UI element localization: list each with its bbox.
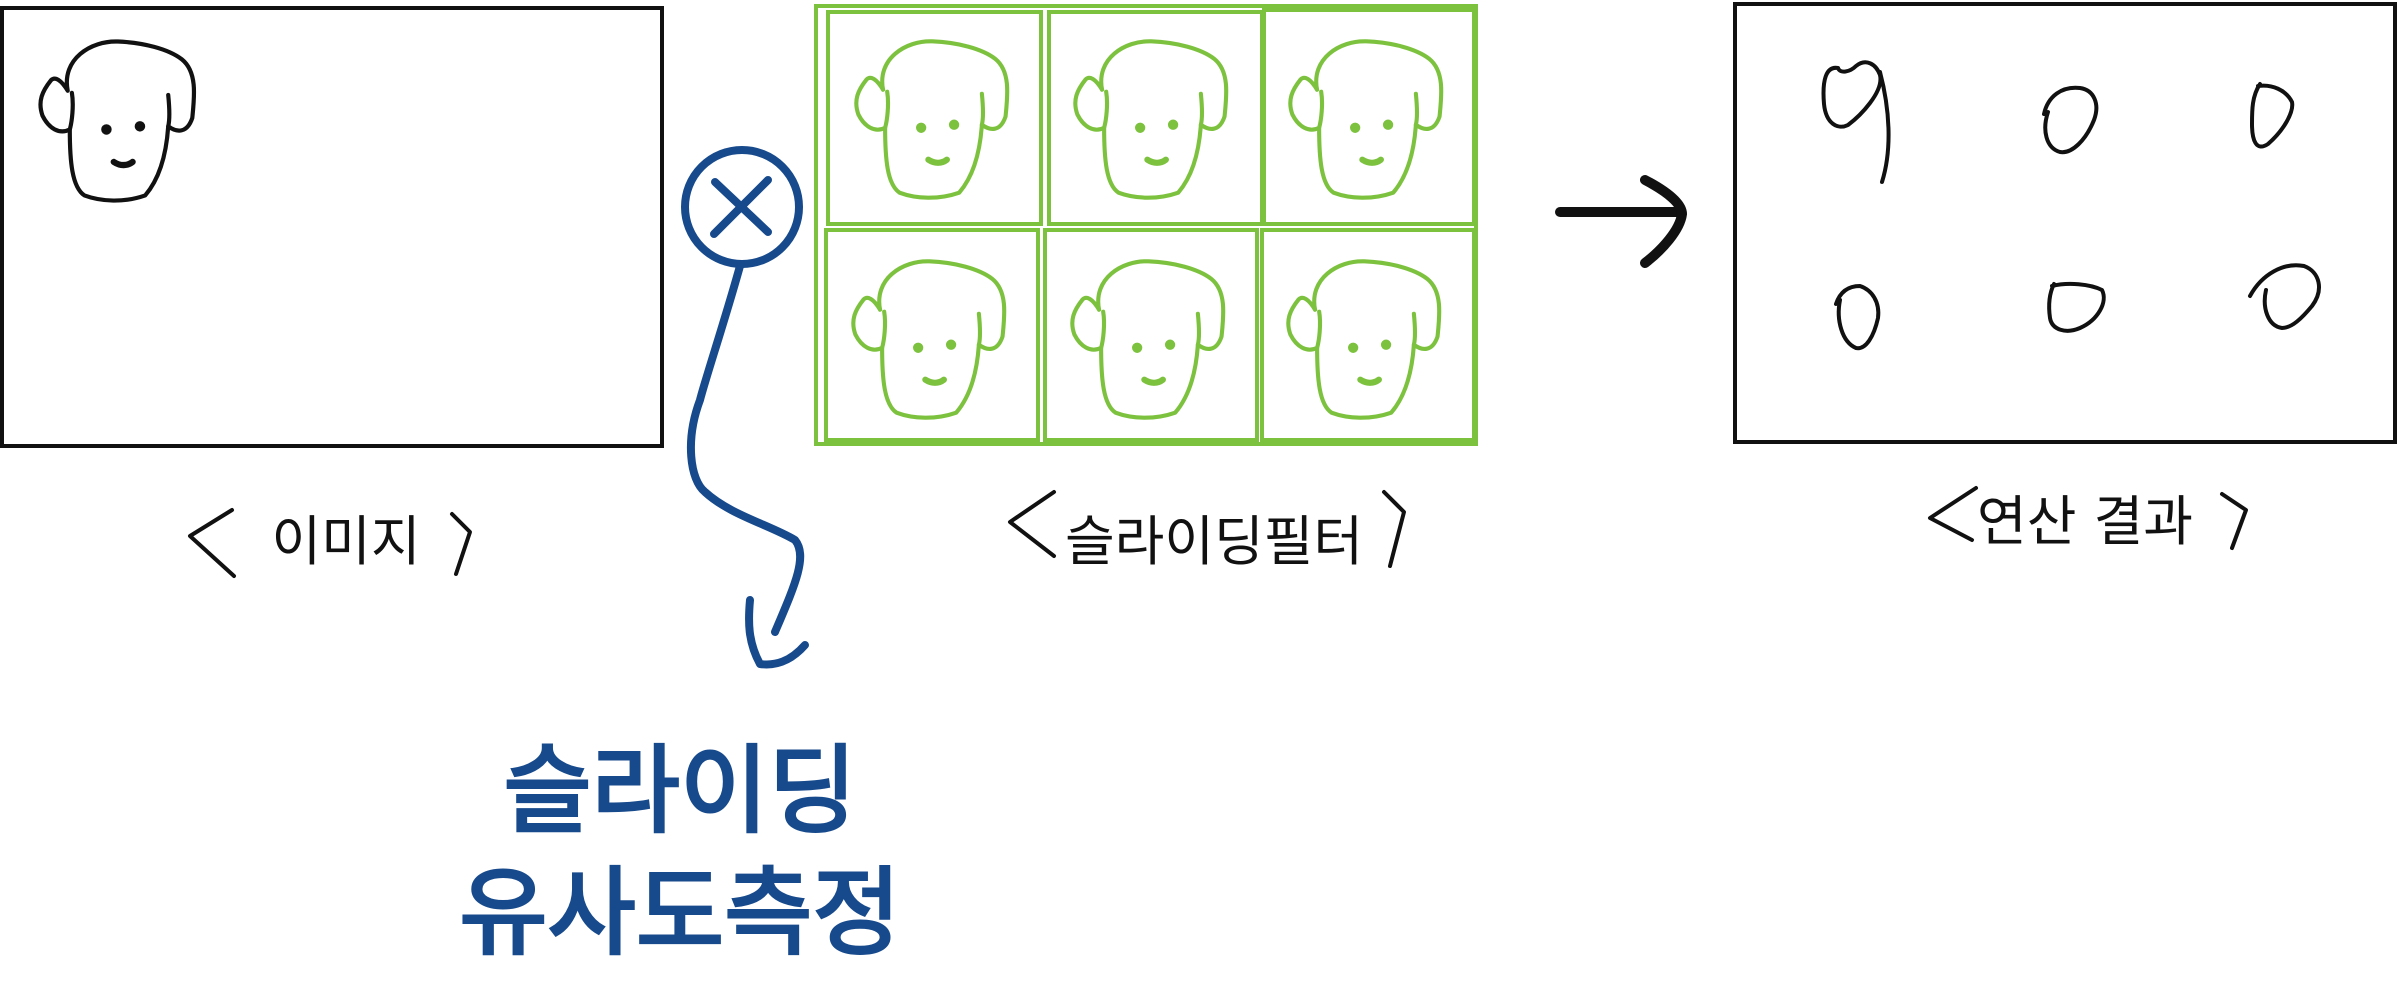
face-icon [1288,261,1439,417]
result-frame [1733,2,2397,444]
face-icon [1290,41,1441,197]
filter-cell [826,10,1043,226]
sliding-filter-caption-label: 슬라이딩필터 [1065,510,1363,573]
face-icon [1075,41,1226,197]
callout-hook [745,596,809,669]
result-caption: 연산 결과 [1928,486,2248,553]
result-panel [1733,2,2397,444]
image-caption: 이미지 [188,508,472,578]
annotation-line-1: 슬라이딩 [503,735,856,847]
filter-cell [1262,8,1476,226]
right-arrow-icon [1555,175,1687,268]
callout-line [687,262,805,636]
small-loop-mark-icon [2042,85,2099,155]
sliding-filter-panel [814,4,1478,446]
small-loop-mark-icon [1834,284,1881,351]
face-icon [1072,261,1223,417]
small-loop-mark-icon [1821,60,1891,184]
face-icon [40,41,194,200]
face-icon [856,41,1007,197]
small-loop-mark-icon [2047,281,2106,333]
multiply-icon [710,176,772,238]
sliding-filter-caption: 슬라이딩필터 [1008,490,1406,573]
filter-cell [824,228,1040,442]
filter-cell [1043,228,1259,442]
small-loop-mark-icon [2250,82,2295,149]
filter-cell [1047,10,1264,226]
result-caption-label: 연산 결과 [1977,490,2193,553]
annotation-group: 슬라이딩 유사도측정 [459,735,901,969]
operator-group [681,146,809,669]
face-icon [853,261,1004,417]
image-panel [0,6,664,448]
filter-cell [1260,228,1476,442]
image-caption-label: 이미지 [271,510,420,573]
annotation-line-2: 유사도측정 [459,857,901,969]
small-loop-mark-icon [2248,263,2321,330]
image-frame [0,6,664,448]
